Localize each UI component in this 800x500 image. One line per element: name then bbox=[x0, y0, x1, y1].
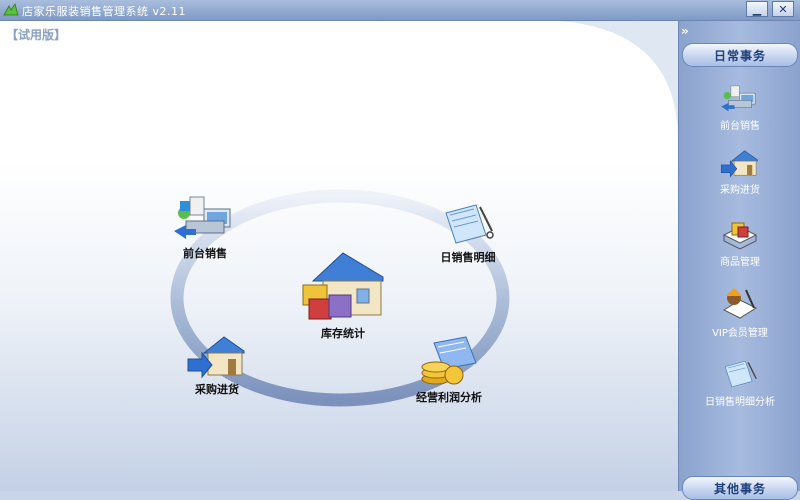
hub-label: 库存统计 bbox=[321, 327, 365, 340]
side-item-label: 采购进货 bbox=[720, 185, 760, 196]
pos-terminal-icon bbox=[721, 85, 756, 112]
notebook-pen-icon bbox=[724, 360, 757, 388]
notebook-pen-icon bbox=[445, 204, 494, 244]
section-daily-tasks[interactable]: 日常事务 bbox=[682, 43, 798, 67]
house-arrow-icon bbox=[187, 336, 245, 379]
side-item-purchase-stock[interactable]: 采购进货 bbox=[679, 147, 800, 196]
hub-pos-sales[interactable]: 前台销售 bbox=[172, 191, 238, 261]
app-logo-icon bbox=[3, 3, 19, 16]
warehouse-boxes-icon bbox=[302, 252, 384, 320]
workflow-ring bbox=[170, 189, 510, 407]
hub-profit-analysis[interactable]: 经营利润分析 bbox=[416, 335, 482, 405]
side-item-label: 前台销售 bbox=[720, 121, 760, 132]
side-item-label: 日销售明细分析 bbox=[705, 397, 775, 408]
side-item-label: VIP会员管理 bbox=[712, 328, 768, 339]
vip-member-icon bbox=[722, 288, 758, 319]
side-item-daily-sales-analysis[interactable]: 日销售明细分析 bbox=[679, 357, 800, 408]
close-button[interactable]: ✕ bbox=[772, 1, 794, 17]
hub-daily-sales-detail[interactable]: 日销售明细 bbox=[440, 201, 496, 265]
section-other-tasks[interactable]: 其他事务 bbox=[682, 476, 798, 500]
hub-purchase-stock[interactable]: 采购进货 bbox=[186, 333, 248, 397]
collapse-panel-button[interactable]: » bbox=[681, 24, 689, 38]
pos-terminal-icon bbox=[174, 196, 231, 239]
hub-inventory-stats[interactable]: 库存统计 bbox=[299, 247, 387, 341]
house-arrow-icon bbox=[720, 150, 758, 178]
hub-label: 前台销售 bbox=[183, 247, 227, 260]
side-item-pos-sales[interactable]: 前台销售 bbox=[679, 81, 800, 132]
minimize-button[interactable]: ▁ bbox=[746, 1, 768, 17]
hub-label: 采购进货 bbox=[195, 383, 239, 396]
title-bar: 店家乐服装销售管理系统 v2.11 ▁ ✕ bbox=[0, 0, 800, 21]
hub-label: 经营利润分析 bbox=[416, 391, 482, 404]
box-tray-icon bbox=[722, 222, 758, 250]
side-item-label: 商品管理 bbox=[720, 257, 760, 268]
right-nav-panel: » 日常事务 前台销售 采购进货 商品管理 bbox=[678, 21, 800, 500]
window-title: 店家乐服装销售管理系统 v2.11 bbox=[22, 5, 186, 18]
trial-badge: 【试用版】 bbox=[6, 28, 67, 42]
hub-label: 日销售明细 bbox=[440, 251, 496, 264]
side-item-product-management[interactable]: 商品管理 bbox=[679, 217, 800, 268]
main-area: 【试用版】 前台销售 bbox=[0, 21, 678, 491]
side-item-vip-management[interactable]: VIP会员管理 bbox=[679, 286, 800, 339]
coins-report-icon bbox=[421, 336, 477, 385]
